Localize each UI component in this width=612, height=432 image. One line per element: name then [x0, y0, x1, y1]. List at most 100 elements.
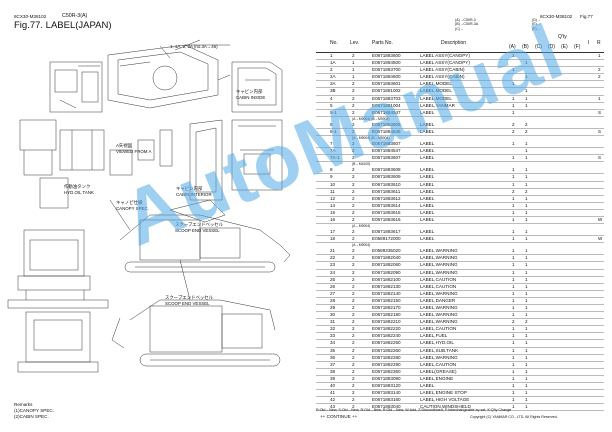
remark-item: (2)CABIN SPEC.	[14, 414, 49, 419]
table-cell-a: 1	[512, 209, 515, 215]
table-cell-a: 1	[512, 102, 515, 108]
table-note-row: (A→M9004)	[316, 224, 604, 229]
table-cell-desc: LABEL,WARNING	[420, 319, 458, 325]
table-cell-desc: LABEL,HYD.OIL	[420, 340, 454, 346]
table-cell-lev: 2	[352, 248, 355, 254]
table-cell-desc: LABEL ASSY(CANOPY)	[420, 60, 470, 66]
table-cell-a: 1	[512, 248, 515, 254]
table-cell-b: 1	[525, 216, 528, 222]
table-cell-desc: LABEL,WARNING	[420, 290, 458, 296]
table-cell-b: 1	[525, 276, 528, 282]
table-cell-no: 14	[330, 202, 336, 208]
table-cell-b: 1	[525, 283, 528, 289]
table-cell-no: 6	[330, 121, 333, 127]
col-parts-no: Parts No.	[372, 40, 393, 46]
table-cell-desc: LABEL	[420, 216, 435, 222]
table-cell-part: E0671883617	[372, 229, 401, 235]
figure-title: Fig.77. LABEL(JAPAN)	[14, 20, 112, 31]
table-cell-no: 40	[330, 383, 336, 389]
table-note: (A→M9004) (B→M9004)	[352, 136, 390, 141]
table-cell-no: 18	[330, 236, 336, 242]
table-cell-desc: LABEL	[420, 174, 435, 180]
table-cell-desc: LABEL	[420, 383, 435, 389]
remarks-title: Remarks	[14, 402, 33, 407]
table-cell-no: 7A-1	[330, 155, 340, 161]
table-cell-b: 1	[525, 102, 528, 108]
table-cell-desc: LABEL,HIGH VOLTAGE	[420, 397, 470, 403]
table-cell-desc: CAUTION,WINDSHIELD	[420, 404, 471, 410]
table-cell-lev: 2	[352, 390, 355, 396]
table-cell-no: 34	[330, 340, 336, 346]
table-cell-part: E0671884547	[372, 109, 401, 115]
table-cell-a: 1	[512, 195, 515, 201]
table-cell-lev: 2	[352, 188, 355, 194]
table-cell-lev: 2	[352, 340, 355, 346]
table-cell-b: 1	[525, 195, 528, 201]
table-cell-no: 6-1	[330, 128, 337, 134]
table-cell-lev: 2	[352, 202, 355, 208]
table-cell-no: 23	[330, 262, 336, 268]
table-cell-no: 37	[330, 361, 336, 367]
table-cell-b: 1	[525, 174, 528, 180]
table-cell-no: 5-1	[330, 109, 337, 115]
table-cell-lev: 2	[352, 354, 355, 360]
table-note-row: (B→M4100)	[316, 162, 604, 167]
table-cell-b: 1	[525, 229, 528, 235]
model-code-left: 6CX30-M38102	[14, 14, 47, 19]
table-cell-no: 33	[330, 333, 336, 339]
table-cell-no: 21	[330, 248, 336, 254]
drawing-caption: SCOOP END VESSEL	[165, 301, 210, 306]
table-cell-lev: 2	[352, 297, 355, 303]
table-cell-no: 25	[330, 276, 336, 282]
table-cell-part: E0671883140	[372, 390, 401, 396]
table-cell-lev: 2	[352, 404, 355, 410]
drawing-caption-jp: 作動油タンク	[64, 184, 91, 189]
table-cell-r: 2	[598, 74, 601, 80]
table-cell-b: 1	[525, 390, 528, 396]
table-cell-desc: LABEL,DANGER	[420, 297, 456, 303]
table-cell-part: E0671882260	[372, 347, 401, 353]
table-cell-no: 10	[330, 181, 336, 187]
table-cell-desc: LABEL,YANMAR	[420, 102, 455, 108]
variant-legend-1: (A)→C50R-3 (B)→C50R-3A (C)→	[455, 18, 479, 31]
table-cell-part: E0671883611	[372, 188, 401, 194]
table-cell-no: 22	[330, 255, 336, 261]
table-cell-a: 1	[512, 404, 515, 410]
table-cell-no: 16	[330, 216, 336, 222]
table-cell-desc: LABEL ASSY(CABIN)	[420, 67, 465, 73]
table-cell-desc: LABEL	[420, 109, 435, 115]
table-cell-desc: LABEL,CAUTION	[420, 326, 457, 332]
table-cell-part: E0671882170	[372, 305, 401, 310]
table-cell-a: 1	[512, 109, 515, 115]
table-cell-a: 1	[512, 67, 515, 73]
drawing-caption-jp: スクープエンドベッセル	[175, 222, 224, 227]
table-cell-a: 1	[512, 262, 515, 268]
table-cell-desc: LABEL,CAUTION	[420, 283, 457, 289]
table-cell-desc: LABEL	[420, 229, 435, 235]
table-cell-a: 1	[512, 181, 515, 187]
table-cell-desc: LABEL	[420, 181, 435, 187]
table-cell-desc: LABEL,WARNING	[420, 255, 458, 261]
table-cell-part: E0671883160	[372, 397, 401, 403]
drawing-caption: CABIN INSIDE	[236, 95, 266, 100]
table-cell-lev: 2	[352, 290, 355, 296]
table-cell-b: 2	[525, 128, 528, 134]
table-cell-part: E0671882090	[372, 269, 401, 275]
table-cell-no: 4	[330, 95, 333, 101]
table-cell-desc: LABEL,ENGINE	[420, 375, 454, 381]
table-cell-lev: 1	[352, 67, 355, 73]
footer-continue: ++ CONTINUE ++	[320, 414, 358, 419]
drawing-caption: HYD.OIL TANK	[64, 190, 94, 195]
table-cell-a: 1	[512, 390, 515, 396]
